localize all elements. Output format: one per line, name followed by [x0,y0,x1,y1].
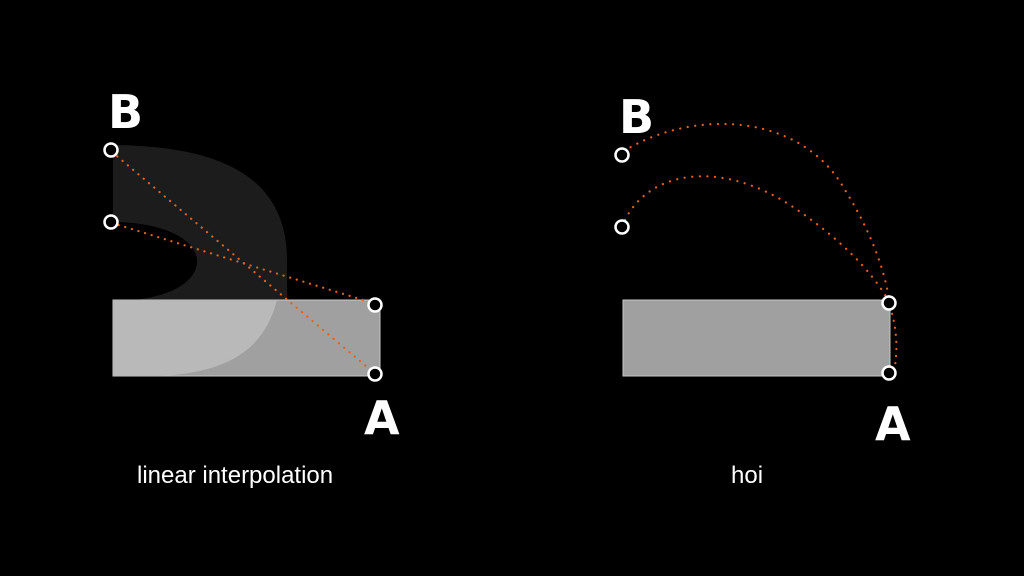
caption-hoi: hoi [731,462,764,489]
arc-panel: B A [614,90,911,451]
arc-path-top [622,122,891,302]
handle-a-top[interactable] [367,297,383,313]
arc-path-bottom [623,175,889,300]
handle-b-bottom[interactable] [103,214,119,230]
handle-a-bottom[interactable] [367,366,383,382]
ghost-shape-b [113,145,287,300]
label-b-left: B [108,85,143,139]
handle-b-top-right[interactable] [614,147,630,163]
rect-shape-a-right [622,299,891,377]
label-a-right: A [875,397,911,451]
label-b-right: B [619,90,654,144]
linear-panel: B A [103,85,400,445]
arc-path-side [888,305,898,368]
handle-a-bottom-right[interactable] [881,365,897,381]
handle-b-bottom-right[interactable] [614,219,630,235]
handle-a-top-right[interactable] [881,295,897,311]
caption-linear: linear interpolation [137,462,334,489]
rect-overlap-highlight [113,300,277,376]
linear-path-bottom [110,221,375,305]
handle-b-top[interactable] [103,142,119,158]
label-a-left: A [364,391,400,445]
